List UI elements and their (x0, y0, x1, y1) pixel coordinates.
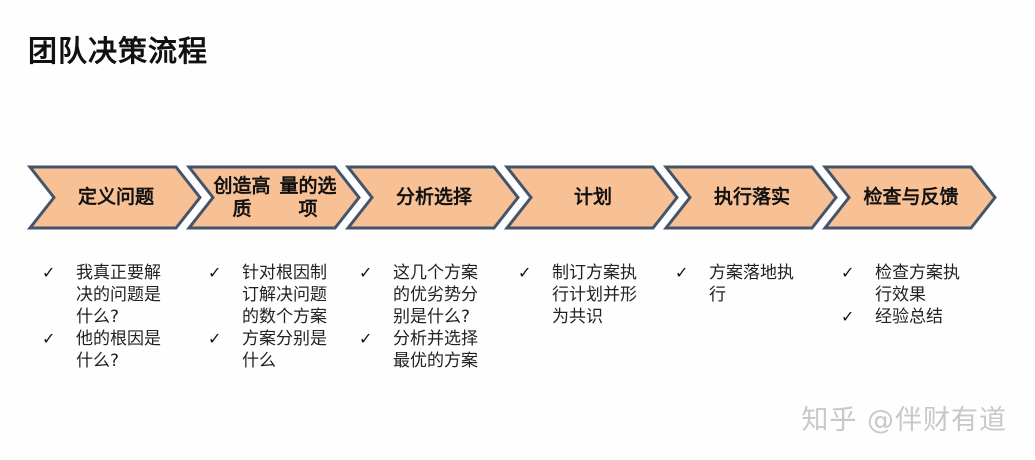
page-title: 团队决策流程 (28, 34, 209, 68)
step-label-line: 检查与反 (863, 186, 940, 208)
process-step-arrow (503, 165, 679, 230)
process-step-arrow (344, 165, 520, 230)
detail-item-line: 方案分别是 (242, 329, 327, 349)
detail-item-line: 行 (709, 285, 726, 305)
checkmark-icon: ✓ (359, 329, 373, 348)
detail-item: ✓ 方案分别是什么 (208, 328, 392, 372)
checkmark-icon: ✓ (518, 263, 532, 282)
step-detail-column: ✓ 制订方案执行计划并形为共识 (518, 262, 702, 328)
detail-item-line: 制订方案执 (552, 263, 637, 283)
step-label: 执行落实 (686, 165, 818, 230)
step-detail-column: ✓ 方案落地执行 (675, 262, 859, 306)
step-label-line: 执行落实 (713, 186, 790, 208)
step-label-line: 计划 (573, 186, 612, 208)
process-arrows (26, 165, 997, 230)
detail-item-line: 订解决问题 (242, 285, 327, 305)
detail-item-line: 最优的方案 (393, 351, 478, 371)
detail-item: ✓ 针对根因制订解决问题的数个方案 (208, 262, 392, 328)
watermark: 知乎 @伴财有道 (801, 405, 1007, 436)
detail-item: ✓ 检查方案执行效果 (841, 262, 1025, 306)
step-label-line: 馈 (939, 186, 959, 208)
step-label: 分析选择 (368, 165, 500, 230)
detail-item: ✓ 这几个方案的优劣势分别是什么? (359, 262, 543, 328)
detail-item: ✓ 经验总结 (841, 306, 1025, 328)
checkmark-icon: ✓ (841, 307, 855, 326)
detail-item-line: 别是什么? (393, 307, 471, 327)
detail-item: ✓ 制订方案执行计划并形为共识 (518, 262, 702, 328)
detail-item: ✓ 我真正要解决的问题是什么? (42, 262, 226, 328)
step-detail-column: ✓ 针对根因制订解决问题的数个方案 ✓ 方案分别是什么 (208, 262, 392, 372)
step-detail-column: ✓ 检查方案执行效果 ✓ 经验总结 (841, 262, 1025, 328)
step-label: 创造高质量的选项 (209, 165, 341, 230)
detail-item: ✓ 分析并选择最优的方案 (359, 328, 543, 372)
detail-item-line: 什么? (76, 307, 120, 327)
checkmark-icon: ✓ (42, 263, 56, 282)
checkmark-icon: ✓ (359, 263, 373, 282)
step-label-line: 分析选择 (395, 186, 472, 208)
process-flow: 定义问题 创造高质量的选项 分析选择 计划 执行落实 检查与反馈 (0, 165, 1035, 230)
checkmark-icon: ✓ (841, 263, 855, 282)
step-label: 定义问题 (50, 165, 182, 230)
detail-item-line: 的优劣势分 (393, 285, 478, 305)
detail-item-line: 的数个方案 (242, 307, 327, 327)
detail-item-line: 什么 (242, 351, 276, 371)
process-step-arrow (821, 165, 997, 230)
detail-item-line: 检查方案执 (875, 263, 960, 283)
step-label: 检查与反馈 (845, 165, 977, 230)
detail-item-line: 为共识 (552, 307, 603, 327)
detail-item-line: 经验总结 (875, 307, 943, 327)
step-label-line: 定义问题 (77, 186, 154, 208)
detail-item-line: 分析并选择 (393, 329, 478, 349)
step-detail-column: ✓我真正要解决的问题是什么?✓他的根因是什么? (42, 262, 226, 372)
process-step-arrow (185, 165, 361, 230)
detail-item-line: 决的问题是 (76, 285, 161, 305)
checkmark-icon: ✓ (208, 263, 222, 282)
detail-item-line: 这几个方案 (393, 263, 478, 283)
detail-item: ✓ 方案落地执行 (675, 262, 859, 306)
detail-item-line: 行计划并形 (552, 285, 637, 305)
detail-item-line: 我真正要解 (76, 263, 161, 283)
process-step-arrow (662, 165, 838, 230)
checkmark-icon: ✓ (208, 329, 222, 348)
step-label-line: 创造高质 (213, 174, 271, 220)
checkmark-icon: ✓ (675, 263, 689, 282)
detail-item-line: 什么? (76, 351, 120, 371)
detail-item-line: 针对根因制 (242, 263, 327, 283)
detail-item: ✓ 他的根因是什么? (42, 328, 226, 372)
checkmark-icon: ✓ (42, 329, 56, 348)
detail-item-line: 方案落地执 (709, 263, 794, 283)
step-label-line: 量的选项 (279, 174, 337, 220)
detail-item-line: 他的根因是 (76, 329, 161, 349)
detail-item-line: 行效果 (875, 285, 926, 305)
process-step-arrow (26, 165, 202, 230)
step-label: 计划 (527, 165, 659, 230)
step-detail-column: ✓ 这几个方案的优劣势分别是什么? ✓ 分析并选择最优的方案 (359, 262, 543, 372)
